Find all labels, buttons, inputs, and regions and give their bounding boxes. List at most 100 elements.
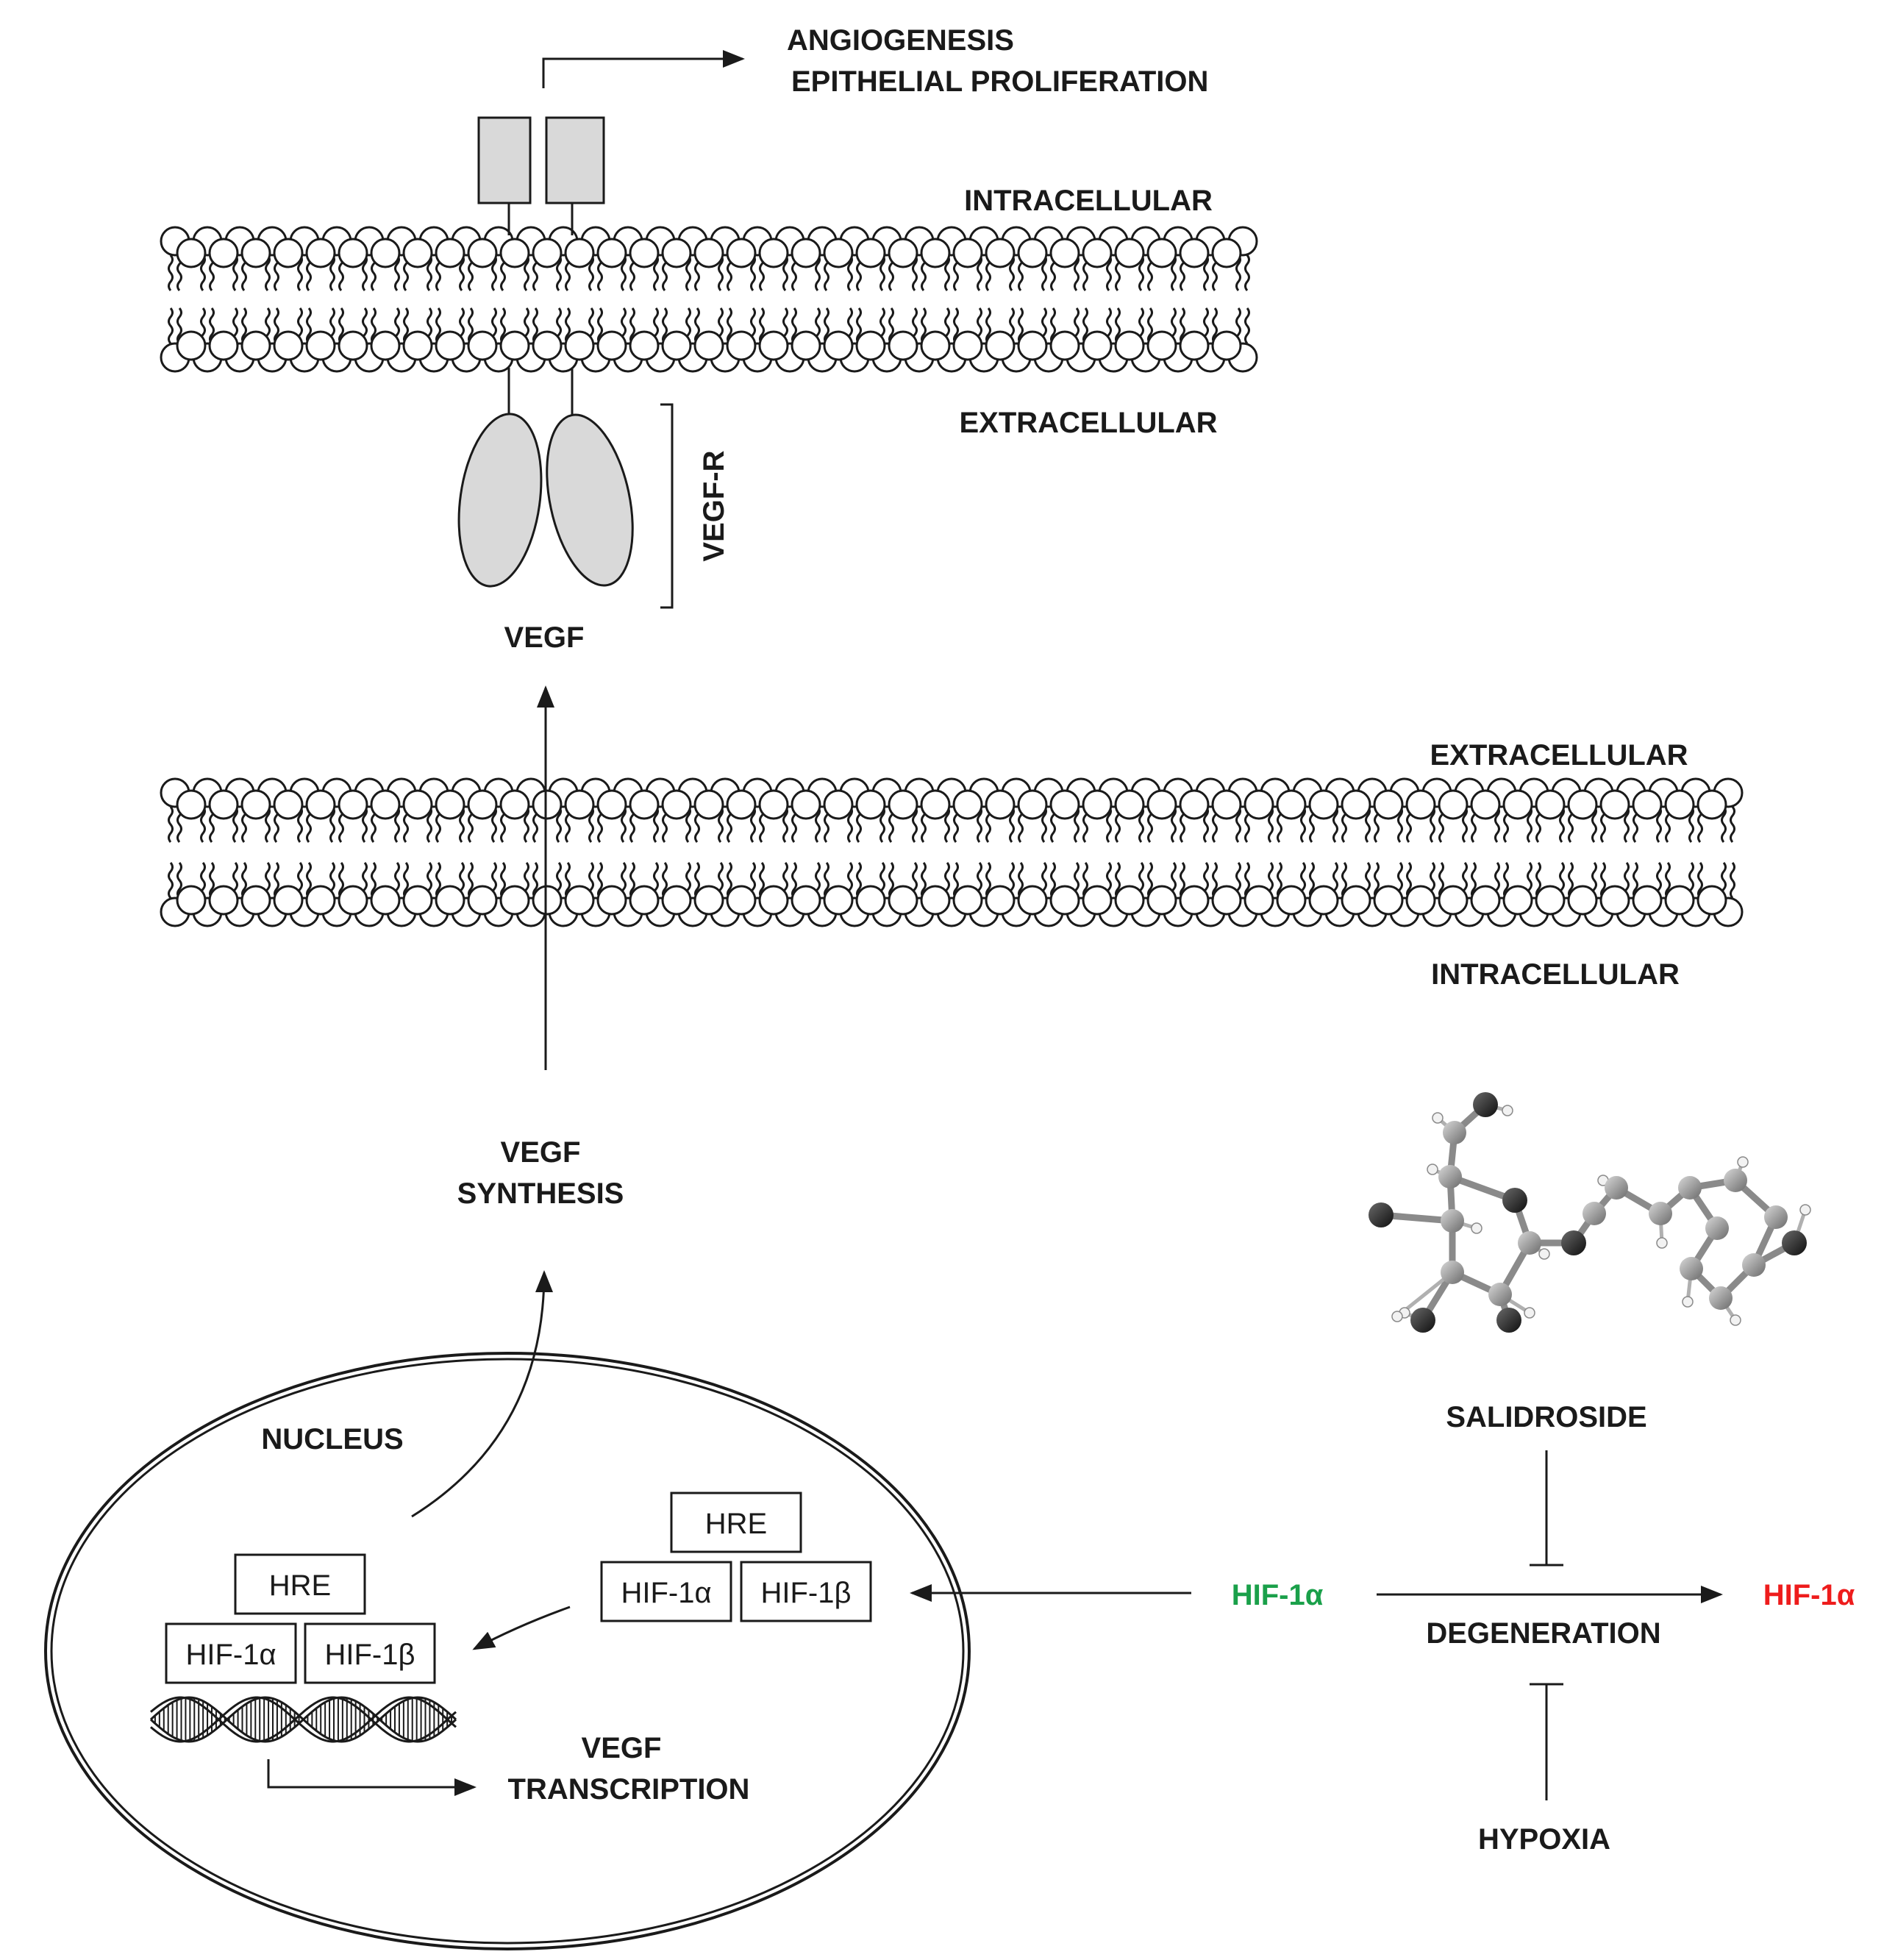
- lipid-head: [564, 330, 595, 361]
- lipid-head: [1470, 789, 1501, 820]
- lipid-head: [176, 238, 207, 268]
- lipid-head: [661, 330, 692, 361]
- lipid-head: [596, 330, 627, 361]
- arrow-transcription: [267, 1759, 477, 1796]
- lipid-head: [1114, 789, 1145, 820]
- hif1a-box-inner: [165, 1622, 297, 1684]
- carbon-atom: [1438, 1165, 1462, 1189]
- lipid-head: [435, 238, 465, 268]
- lipid-head: [435, 789, 465, 820]
- lipid-head: [1179, 238, 1210, 268]
- vegf-synthesis-label-line2: SYNTHESIS: [457, 1177, 624, 1210]
- lipid-head: [952, 885, 983, 916]
- lipid-head: [1243, 789, 1274, 820]
- vegf-receptor: [457, 116, 674, 609]
- hre-label-inner: HRE: [269, 1569, 331, 1602]
- vegf-label: VEGF: [504, 621, 585, 654]
- lipid-head: [208, 885, 239, 916]
- hif1b-label-inner: HIF-1β: [324, 1639, 415, 1671]
- lipid-head: [1341, 789, 1371, 820]
- lipid-head: [305, 330, 336, 361]
- lipid-head: [1179, 789, 1210, 820]
- lipid-head: [1211, 885, 1242, 916]
- carbon-atom: [1649, 1202, 1672, 1225]
- lipid-head: [240, 330, 271, 361]
- hydrogen-atom: [1427, 1163, 1438, 1175]
- lipid-head: [596, 238, 627, 268]
- hydrogen-atom: [1471, 1222, 1482, 1234]
- lipid-head: [855, 789, 886, 820]
- lipid-head: [1211, 238, 1242, 268]
- angiogenesis-label: ANGIOGENESIS: [787, 24, 1014, 57]
- lipid-head: [1276, 789, 1307, 820]
- lipid-head: [338, 789, 368, 820]
- lipid-head: [1664, 789, 1695, 820]
- lipid-head: [305, 238, 336, 268]
- lipid-head: [791, 885, 821, 916]
- lipid-head: [1470, 885, 1501, 916]
- lipid-head: [629, 885, 660, 916]
- lipid-head: [855, 330, 886, 361]
- lipid-head: [985, 885, 1016, 916]
- carbon-atom: [1518, 1231, 1541, 1255]
- oxygen-atom: [1502, 1188, 1527, 1213]
- lipid-head: [952, 789, 983, 820]
- lipid-head: [726, 238, 757, 268]
- carbon-atom: [1678, 1176, 1702, 1200]
- lipid-head: [693, 238, 724, 268]
- lipid-head: [1664, 885, 1695, 916]
- lipid-head: [1179, 885, 1210, 916]
- lipid-head: [467, 885, 498, 916]
- lipid-head: [693, 885, 724, 916]
- lipid-head: [758, 238, 789, 268]
- lipid-head: [1599, 885, 1630, 916]
- lipid-head: [823, 885, 854, 916]
- hydrogen-atom: [1391, 1311, 1403, 1322]
- lipid-head: [952, 330, 983, 361]
- oxygen-atom: [1496, 1308, 1521, 1333]
- lipid-head: [402, 885, 433, 916]
- lipid-head: [1308, 885, 1339, 916]
- lipid-head: [1535, 885, 1566, 916]
- lipid-head: [564, 238, 595, 268]
- lipid-head: [1114, 885, 1145, 916]
- lipid-head: [1082, 885, 1113, 916]
- lipid-head: [1341, 885, 1371, 916]
- lipid-head: [920, 238, 951, 268]
- lipid-head: [985, 789, 1016, 820]
- lipid-head: [1405, 885, 1436, 916]
- oxygen-atom: [1473, 1092, 1498, 1117]
- lipid-head: [532, 330, 563, 361]
- lipid-head: [920, 885, 951, 916]
- lipid-head: [596, 885, 627, 916]
- lipid-head: [985, 238, 1016, 268]
- lipid-head: [1405, 789, 1436, 820]
- lipid-head: [920, 330, 951, 361]
- carbon-atom: [1441, 1209, 1464, 1233]
- vegf-transcription-label-line2: TRANSCRIPTION: [508, 1773, 750, 1806]
- lipid-head: [693, 789, 724, 820]
- nucleus-envelope: [44, 1352, 971, 1950]
- lipid-head: [693, 330, 724, 361]
- salidroside-molecule: [1369, 1092, 1811, 1333]
- lipid-head: [499, 885, 530, 916]
- lipid-head: [1211, 330, 1242, 361]
- lipid-head: [273, 238, 304, 268]
- lipid-head: [273, 789, 304, 820]
- oxygen-atom: [1561, 1230, 1586, 1255]
- lipid-head: [402, 330, 433, 361]
- lipid-head: [1696, 885, 1727, 916]
- lipid-head: [1179, 330, 1210, 361]
- lipid-head: [920, 789, 951, 820]
- salidroside-label: SALIDROSIDE: [1446, 1401, 1646, 1433]
- lipid-head: [726, 330, 757, 361]
- hydrogen-atom: [1799, 1204, 1811, 1216]
- hif1a-label-outer: HIF-1α: [621, 1577, 711, 1609]
- lipid-head: [1243, 885, 1274, 916]
- lipid-head: [273, 330, 304, 361]
- lipid-head: [499, 238, 530, 268]
- carbon-atom: [1443, 1121, 1466, 1144]
- lipid-head: [791, 789, 821, 820]
- lipid-head: [467, 789, 498, 820]
- lipid-head: [823, 330, 854, 361]
